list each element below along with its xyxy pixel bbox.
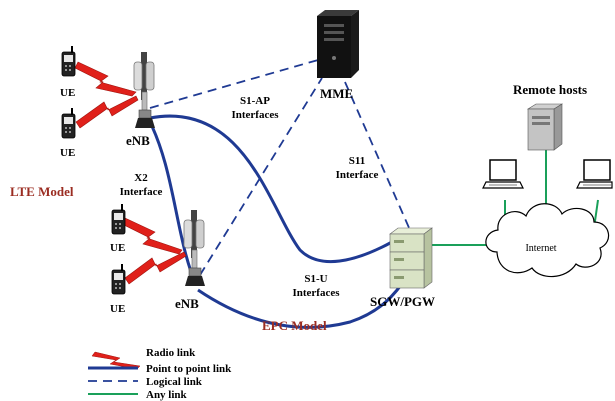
laptop-icon bbox=[482, 159, 524, 189]
stacked-server-icon bbox=[389, 227, 433, 289]
s1u-label-line2: Interfaces bbox=[292, 287, 340, 299]
legend: Radio link Point to point link Logical l… bbox=[88, 347, 232, 401]
radio-link-swatch bbox=[91, 351, 141, 370]
s11-label-line2: Interface bbox=[336, 169, 379, 181]
phone-icon bbox=[61, 46, 76, 77]
logical-links bbox=[149, 59, 411, 276]
legend-p2p-label: Point to point link bbox=[146, 363, 232, 375]
legend-any-label: Any link bbox=[146, 389, 188, 401]
legend-any-link: Any link bbox=[88, 389, 188, 401]
x2-link bbox=[146, 117, 198, 286]
ue-phone-3 bbox=[111, 204, 126, 235]
ue-phone-1 bbox=[61, 46, 76, 77]
internet-cloud: Internet bbox=[485, 203, 610, 278]
phone-icon bbox=[111, 264, 126, 295]
remote-host-laptop-1 bbox=[482, 159, 524, 189]
phone-icon bbox=[111, 204, 126, 235]
s1ap-label-line2: Interfaces bbox=[231, 109, 279, 121]
s1ap-label-line1: S1-AP bbox=[240, 95, 270, 107]
desktop-icon bbox=[526, 103, 564, 151]
p2p-links bbox=[146, 114, 410, 329]
ue-label-1: UE bbox=[60, 87, 75, 99]
s1u-link-enb1 bbox=[149, 114, 393, 263]
radio-links bbox=[74, 61, 187, 285]
phone-icon bbox=[61, 108, 76, 139]
sgw-pgw-server bbox=[389, 227, 433, 289]
ue-label-3: UE bbox=[110, 242, 125, 254]
legend-radio-label: Radio link bbox=[146, 347, 196, 359]
mme-server bbox=[317, 10, 359, 78]
s1u-label-line1: S1-U bbox=[304, 273, 327, 285]
mme-label: MME bbox=[320, 86, 353, 101]
s11-label-line1: S11 bbox=[349, 155, 366, 167]
laptop-icon bbox=[576, 159, 613, 189]
legend-logical-label: Logical link bbox=[146, 376, 203, 388]
internet-label: Internet bbox=[525, 243, 556, 254]
x2-label-line1: X2 bbox=[134, 172, 148, 184]
enb-bottom-label: eNB bbox=[175, 296, 199, 311]
remote-host-laptop-2 bbox=[576, 159, 613, 189]
enb-top bbox=[133, 52, 155, 128]
remote-hosts-label: Remote hosts bbox=[513, 82, 587, 97]
legend-p2p-link: Point to point link bbox=[88, 363, 232, 375]
enb-bottom bbox=[183, 210, 205, 286]
ue-phone-4 bbox=[111, 264, 126, 295]
logical-link-mme-sgw bbox=[344, 81, 411, 231]
server-tower-icon bbox=[317, 10, 359, 78]
ue-phone-2 bbox=[61, 108, 76, 139]
radio-link-ue4 bbox=[124, 251, 187, 285]
x2-label-line2: Interface bbox=[120, 186, 163, 198]
remote-host-server bbox=[526, 103, 564, 151]
ue-label-4: UE bbox=[110, 303, 125, 315]
lte-model-label: LTE Model bbox=[10, 184, 74, 199]
radio-link-ue2 bbox=[75, 95, 139, 129]
sgw-label: SGW/PGW bbox=[370, 294, 435, 309]
logical-link-enb1-mme bbox=[149, 59, 319, 109]
ue-label-2: UE bbox=[60, 147, 75, 159]
cloud-icon bbox=[485, 203, 610, 278]
antenna-icon bbox=[183, 210, 205, 286]
s1u-link-enb2 bbox=[197, 274, 410, 329]
logical-link-enb2-mme bbox=[199, 77, 323, 276]
radio-link-ue3 bbox=[121, 217, 183, 255]
enb-top-label: eNB bbox=[126, 133, 150, 148]
legend-logical-link: Logical link bbox=[88, 376, 203, 388]
radio-link-ue1 bbox=[74, 61, 137, 97]
epc-model-label: EPC Model bbox=[262, 318, 327, 333]
antenna-icon bbox=[133, 52, 155, 128]
